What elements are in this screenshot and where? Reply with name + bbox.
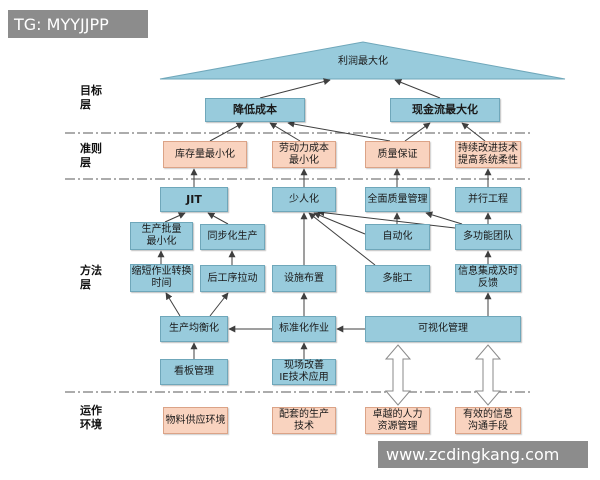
watermark-bottom: www.zcdingkang.com [378, 441, 588, 468]
node-continuous-improvement: 持续改进技术 提高系统柔性 [455, 141, 521, 168]
arrow-leveling-to-changeover [165, 292, 181, 317]
node-multifunction-team: 多功能团队 [455, 224, 521, 250]
profit-triangle [159, 41, 566, 80]
arrow-labor-to-cost [269, 122, 301, 142]
node-cashflow-max: 现金流最大化 [390, 98, 500, 122]
node-changeover-time: 缩短作业转换 时间 [130, 264, 193, 292]
arrow-cost-to-profit [259, 78, 331, 99]
arrow-sync-to-jit [207, 212, 229, 225]
layer-label-method: 方法 层 [80, 264, 102, 291]
arrow-team-to-shojinka [317, 209, 456, 229]
profit-max-label: 利润最大化 [338, 56, 388, 67]
node-labor-cost-min: 劳动力成本 最小化 [272, 141, 336, 168]
arrow-quality-to-cost [287, 120, 391, 142]
arrow-batch-to-jit [164, 212, 186, 223]
node-shojinka: 少人化 [272, 187, 336, 212]
node-automation: 自动化 [365, 224, 430, 250]
double-arrow-hr-visual [384, 344, 412, 406]
node-sync-production: 同步化生产 [200, 224, 265, 250]
arrow-cashflow-to-profit [394, 79, 441, 99]
node-hr-management: 卓越的人力 资源管理 [365, 407, 430, 434]
arrow-improvement-to-cashflow [461, 122, 486, 142]
node-production-tech: 配套的生产 技术 [272, 407, 336, 434]
node-kanban: 看板管理 [160, 359, 228, 385]
arrow-automation-to-shojinka [313, 212, 366, 235]
arrow-quality-to-cashflow [404, 122, 431, 142]
node-tqm: 全面质量管理 [365, 187, 430, 212]
node-material-supply: 物料供应环境 [163, 407, 228, 434]
arrow-leveling-to-pull [209, 292, 229, 317]
watermark-top: TG: MYYJJPP [8, 10, 148, 38]
node-production-leveling: 生产均衡化 [160, 316, 228, 342]
arrow-team-to-tqm [425, 211, 463, 225]
node-info-communication: 有效的信息 沟通手段 [455, 407, 521, 434]
node-facility-layout: 设施布置 [272, 265, 336, 292]
double-arrow-comm-visual [474, 344, 502, 406]
node-batch-min: 生产批量 最小化 [130, 222, 193, 250]
node-reduce-cost: 降低成本 [205, 98, 305, 122]
layer-label-criteria: 准则 层 [80, 142, 102, 169]
node-pull-system: 后工序拉动 [200, 265, 265, 292]
node-standard-work: 标准化作业 [272, 316, 336, 342]
node-kaizen-ie: 现场改善 IE技术应用 [272, 359, 336, 385]
arrow-inventory-to-cost [209, 122, 244, 142]
layer-label-environment: 运作 环境 [80, 404, 102, 431]
node-multiskill-worker: 多能工 [365, 265, 430, 292]
node-jit: JIT [160, 187, 228, 212]
arrow-multiskill-to-shojinka [308, 212, 376, 266]
node-info-integration: 信息集成及时 反馈 [455, 264, 521, 292]
node-concurrent-engineering: 并行工程 [455, 187, 521, 212]
layer-label-goal: 目标 层 [80, 84, 102, 111]
node-inventory-min: 库存量最小化 [163, 141, 247, 168]
node-quality-assurance: 质量保证 [365, 141, 430, 168]
node-visual-management: 可视化管理 [365, 316, 521, 342]
